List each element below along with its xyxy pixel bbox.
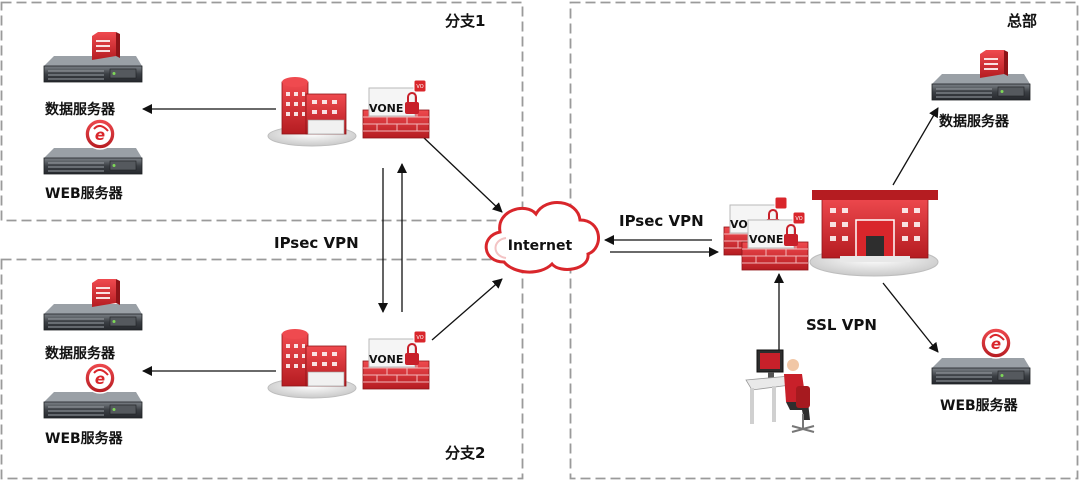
branch2-data-server-label: 数据服务器 (45, 345, 116, 362)
branch1-data-server-label: 数据服务器 (45, 101, 116, 118)
server-icon (43, 147, 143, 175)
hq-firewall-back: VO (723, 196, 791, 256)
branch1-firewall: VONE VO (362, 79, 430, 139)
branch2-firewall: VONE VO (362, 330, 430, 390)
branch1-web-server: e WEB服务器 (43, 118, 143, 202)
remote-user-icon (745, 349, 815, 433)
branch2-region-label: 分支2 (445, 444, 485, 462)
hq-region-label: 总部 (1007, 12, 1037, 30)
ssl-vpn-label: SSL VPN (806, 316, 877, 334)
hq-data-server-label: 数据服务器 (939, 113, 1010, 130)
hq-firewall-badge: VO (795, 216, 802, 222)
web-logo-icon: e (980, 327, 1012, 359)
hq-ipsec-vpn-label: IPsec VPN (619, 212, 704, 230)
branch2-web-server-label: WEB服务器 (45, 430, 124, 447)
branch1-region-label: 分支1 (445, 12, 485, 30)
branch1-firewall-badge: VO (416, 84, 423, 90)
internet-label: Internet (508, 238, 573, 254)
branch1-data-server: 数据服务器 (43, 32, 143, 118)
web-logo-icon: e (84, 362, 116, 394)
server-icon (43, 55, 143, 83)
hq-data-server: 数据服务器 (931, 50, 1031, 130)
database-icon (92, 279, 120, 307)
arrow-branch1-firewall-to-internet (421, 135, 503, 213)
web-logo-glyph: e (991, 335, 1001, 353)
hq-firewall-front-label: VONE (749, 233, 783, 246)
building-icon (809, 190, 939, 277)
database-icon (92, 32, 120, 60)
web-logo-glyph: e (95, 370, 105, 388)
web-logo-glyph: e (95, 126, 105, 144)
branch2-data-server: 数据服务器 (43, 279, 143, 362)
server-icon (43, 391, 143, 419)
server-icon (931, 357, 1031, 385)
branch2-firewall-label: VONE (369, 353, 403, 366)
building-icon (267, 328, 357, 399)
hq-web-server: e WEB服务器 (931, 327, 1031, 414)
branch-ipsec-vpn-label: IPsec VPN (274, 234, 359, 252)
arrow-branch2-firewall-to-internet (431, 278, 503, 341)
branch1-building (267, 76, 357, 147)
web-logo-icon: e (84, 118, 116, 150)
hq-firewall-front: VONE VO (741, 211, 809, 271)
hq-building (809, 190, 939, 277)
branch1-firewall-label: VONE (369, 102, 403, 115)
branch2-firewall-badge: VO (416, 335, 423, 341)
hq-web-server-label: WEB服务器 (940, 397, 1019, 414)
building-icon (267, 76, 357, 147)
hq-firewall-back-label: VO (730, 218, 748, 231)
arrow-hq-to-data-server (892, 107, 939, 186)
branch1-region-border (0, 1, 524, 222)
branch2-web-server: e WEB服务器 (43, 362, 143, 447)
database-icon (980, 50, 1008, 78)
branch2-building (267, 328, 357, 399)
internet-cloud: Internet (484, 201, 600, 274)
branch1-web-server-label: WEB服务器 (45, 185, 124, 202)
branch2-region-border (0, 258, 524, 480)
arrow-hq-to-web-server (882, 282, 939, 353)
server-icon (43, 303, 143, 331)
remote-user-workstation (745, 349, 815, 433)
server-icon (931, 73, 1031, 101)
